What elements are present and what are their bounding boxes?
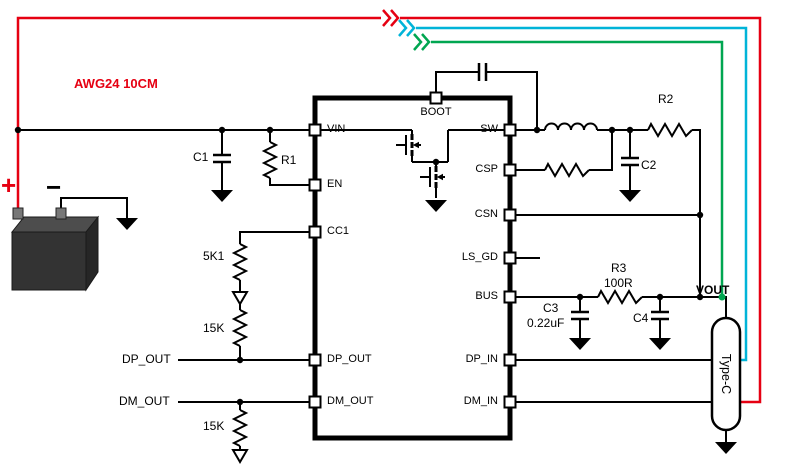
pin-label-dp-out: DP_OUT (327, 353, 372, 365)
pin-label-vin: VIN (327, 123, 346, 135)
pin-label-boot: BOOT (420, 106, 452, 118)
vout-junction-dot (718, 293, 726, 301)
c1-label: C1 (193, 150, 209, 164)
battery-icon (10, 207, 100, 292)
r-dm-label: 15K (203, 419, 225, 433)
wire-break-green-icon (413, 33, 431, 51)
ground-arrow-icon (231, 291, 249, 464)
battery-minus-label: − (46, 172, 62, 202)
pin-label-en: EN (327, 178, 343, 190)
ground-icon (425, 200, 447, 212)
vout-wire (431, 40, 724, 297)
resistor-sense-icon (544, 161, 590, 178)
ic-body (312, 95, 513, 441)
pin-label-dm-out: DM_OUT (327, 395, 374, 407)
c3-value-label: 0.22uF (527, 316, 565, 330)
pin-label-csp: CSP (475, 163, 498, 175)
pin-label-ls-gd: LS_GD (461, 251, 498, 263)
ground-icon (116, 190, 233, 230)
internal-wiring (315, 129, 510, 198)
pin-label-dm-in: DM_IN (463, 395, 498, 407)
pin-label-cc1: CC1 (327, 225, 350, 237)
type-c-label: Type-C (719, 353, 733, 395)
input-wiring (18, 129, 315, 450)
c2-label: C2 (641, 158, 657, 172)
r3-value-label: 100R (604, 276, 633, 290)
wire-break-cyan-icon (398, 19, 416, 37)
r1-label: R1 (281, 153, 297, 167)
resistor-15k-dp-icon (231, 309, 249, 347)
r-cc1-label: 5K1 (203, 249, 225, 263)
pin-label-csn: CSN (474, 208, 498, 220)
r2-label: R2 (658, 92, 674, 106)
ground-icon (569, 190, 737, 454)
dp-wire (416, 26, 748, 362)
capacitor-c3-icon (571, 310, 589, 321)
net-vout-label: VOUT (696, 283, 730, 297)
resistor-r3-icon (597, 288, 643, 305)
resistor-r2-icon (647, 121, 693, 138)
resistor-5k1-icon (231, 243, 249, 281)
mosfet-low-side-icon (420, 166, 445, 188)
capacitor-c1-icon (213, 153, 231, 164)
output-wiring (510, 129, 727, 442)
wire-break-red-icon (382, 9, 400, 27)
cable-label: AWG24 10CM (74, 76, 158, 91)
net-dm-out-label: DM_OUT (119, 394, 170, 408)
battery-plus-label: + (1, 170, 17, 200)
resistor-15k-dm-icon (231, 409, 249, 447)
type-c-connector (710, 316, 742, 432)
ic-pin-squares (308, 91, 517, 409)
pin-label-dp-in: DP_IN (465, 353, 498, 365)
r3-label: R3 (611, 261, 627, 275)
net-dp-out-label: DP_OUT (122, 352, 171, 366)
inductor-icon (544, 122, 598, 131)
r-dp-label: 15K (203, 321, 225, 335)
battery-positive-wire (16, 16, 762, 404)
pin-label-sw: SW (480, 123, 498, 135)
capacitor-boot-icon (477, 63, 488, 81)
pin-label-bus: BUS (475, 290, 498, 302)
c4-label: C4 (633, 311, 649, 325)
capacitor-c2-icon (621, 156, 639, 167)
resistor-r1-icon (261, 141, 279, 179)
capacitor-c4-icon (651, 310, 669, 321)
mosfet-high-side-icon (396, 134, 421, 156)
c3-label: C3 (543, 301, 559, 315)
boot-wiring (435, 71, 538, 130)
junction-dots (14, 126, 704, 406)
